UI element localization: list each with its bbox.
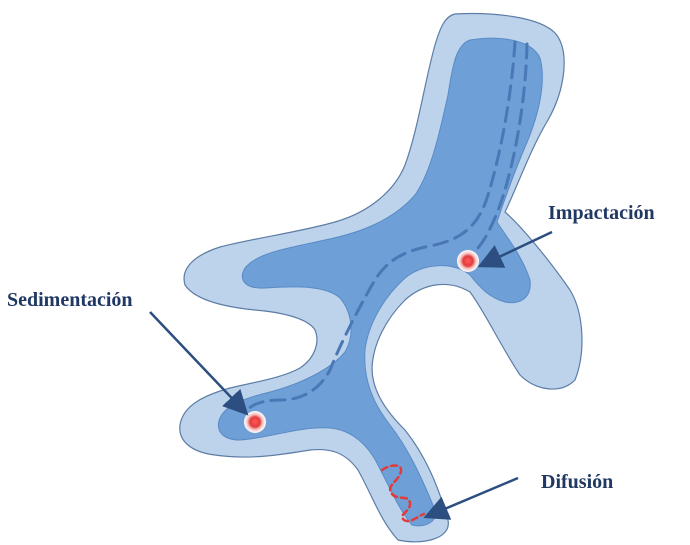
sedimentation-particle (244, 411, 266, 433)
diffusion-label: Difusión (541, 471, 613, 493)
sedimentation-arrow (150, 312, 245, 412)
diffusion-arrow (428, 478, 518, 516)
impaction-particle (457, 250, 479, 272)
impaction-label: Impactación (548, 202, 655, 224)
sedimentation-label: Sedimentación (7, 289, 133, 311)
